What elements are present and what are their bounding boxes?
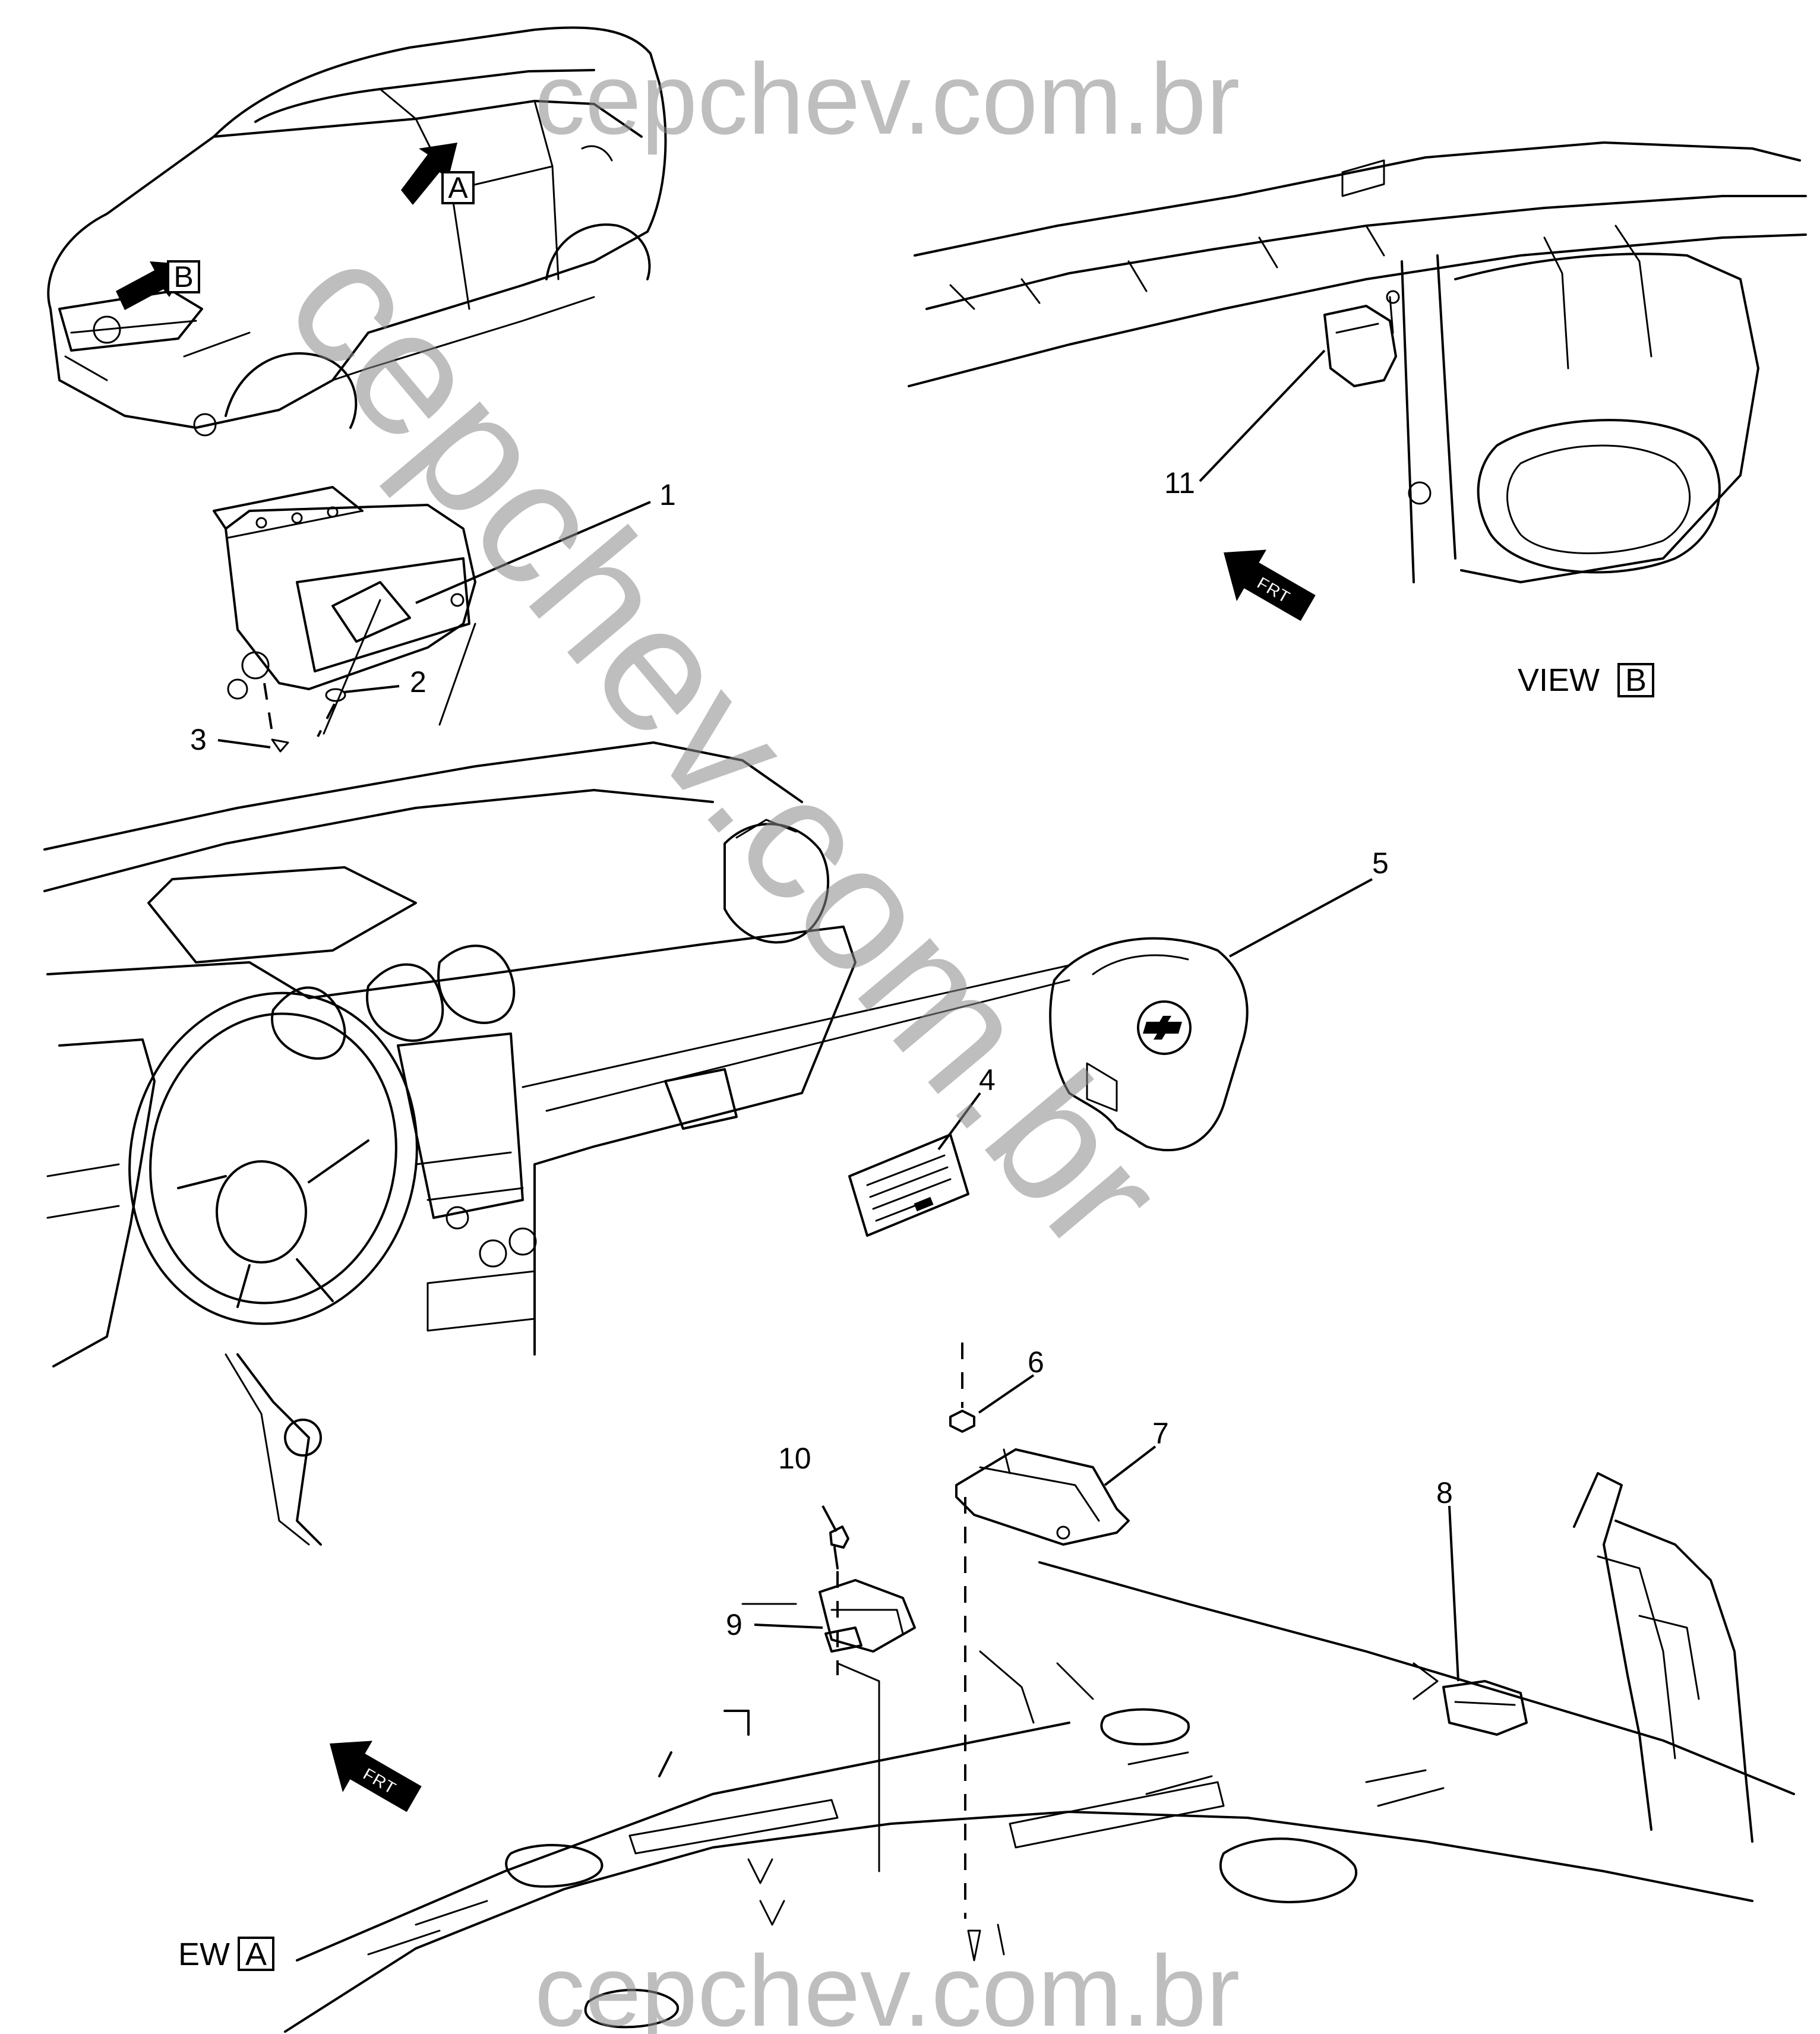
part-number-2: 2 <box>410 665 426 699</box>
watermark-diagonal: cepchev.com.br <box>249 205 1203 1287</box>
part-number-7: 7 <box>1152 1417 1169 1450</box>
part-number-9: 9 <box>726 1608 742 1641</box>
part-number-6: 6 <box>1028 1346 1044 1379</box>
bolt-10 <box>829 1526 849 1569</box>
driver-airbag-module-5 <box>1049 937 1249 1152</box>
part-number-1: 1 <box>659 478 676 511</box>
airbag-bracket-clip-2 <box>325 688 346 702</box>
side-impact-sensor-8 <box>1442 1680 1528 1736</box>
callout-arrow-a <box>401 143 457 205</box>
view-b-caption: VIEW B <box>1518 662 1654 698</box>
front-impact-sensor-11 <box>1323 305 1397 387</box>
ew-letter: A <box>245 1937 267 1972</box>
floor-pan-illustration <box>284 1561 1795 2033</box>
ew-a-caption: EW A <box>178 1937 274 1972</box>
frt-direction-arrow-view-b: FRT <box>1224 549 1316 621</box>
callout-box-b <box>167 260 200 293</box>
side-impact-sensor-9 <box>819 1579 916 1653</box>
part-number-labels: 1 2 3 4 5 6 7 8 9 10 11 <box>190 466 1453 1641</box>
airbag-warning-label-4 <box>848 1133 969 1237</box>
instrument-panel-illustration <box>43 741 857 1546</box>
callout-box-a <box>441 171 475 204</box>
view-b-letter: B <box>1625 662 1647 698</box>
ew-word: EW <box>178 1937 230 1972</box>
part-number-10: 10 <box>778 1442 811 1475</box>
part-number-11: 11 <box>1164 466 1195 500</box>
view-b-letter-box <box>1617 663 1654 697</box>
airbag-bolt-3 <box>271 738 289 753</box>
nut-6 <box>949 1410 975 1433</box>
part-number-8: 8 <box>1436 1476 1453 1509</box>
sensing-diagnostic-module-7 <box>955 1448 1130 1546</box>
view-b-word: VIEW <box>1518 662 1600 698</box>
leader-lines <box>217 349 1459 1919</box>
part-number-5: 5 <box>1372 847 1389 880</box>
ew-letter-box <box>238 1937 274 1971</box>
callout-letter-b: B <box>173 260 193 293</box>
callout-letter-a: A <box>448 171 468 204</box>
vehicle-illustration: A B <box>47 26 667 437</box>
part-number-3: 3 <box>190 723 207 756</box>
view-b-illustration <box>908 141 1807 583</box>
watermark-bottom: cepchev.com.br <box>535 1935 1240 2034</box>
frt-direction-arrow-ew-a: FRT <box>330 1741 422 1812</box>
part-number-4: 4 <box>979 1063 996 1097</box>
watermark-top: cepchev.com.br <box>535 43 1240 156</box>
passenger-airbag-module-1 <box>213 486 476 700</box>
pillar-illustration <box>1573 1472 1753 1843</box>
